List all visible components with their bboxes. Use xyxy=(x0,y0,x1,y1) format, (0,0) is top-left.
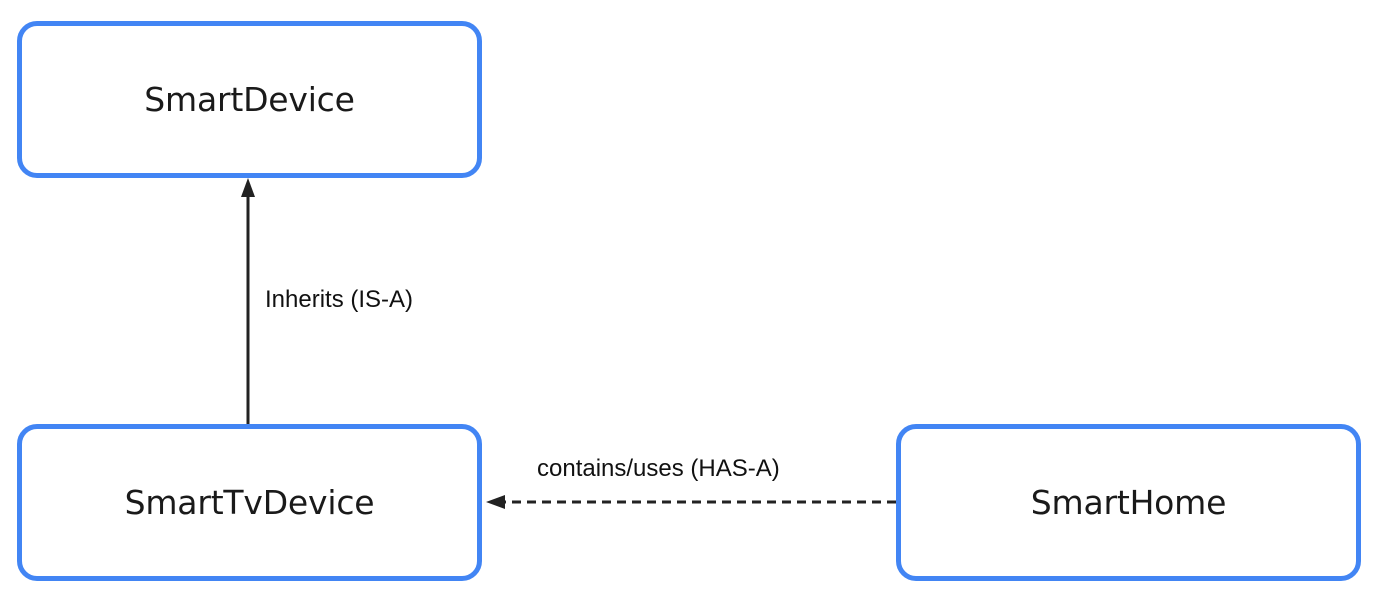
node-smarttvdevice[interactable]: SmartTvDevice xyxy=(17,424,482,581)
edge-contains-arrowhead xyxy=(486,495,505,509)
node-smarttvdevice-label: SmartTvDevice xyxy=(124,483,375,522)
edge-inherits-arrowhead xyxy=(241,178,255,197)
edge-label-contains: contains/uses (HAS-A) xyxy=(537,455,780,482)
node-smarthome[interactable]: SmartHome xyxy=(896,424,1361,581)
node-smartdevice-label: SmartDevice xyxy=(144,80,355,119)
node-smarthome-label: SmartHome xyxy=(1030,483,1227,522)
node-smartdevice[interactable]: SmartDevice xyxy=(17,21,482,178)
edge-label-inherits: Inherits (IS-A) xyxy=(265,286,414,313)
